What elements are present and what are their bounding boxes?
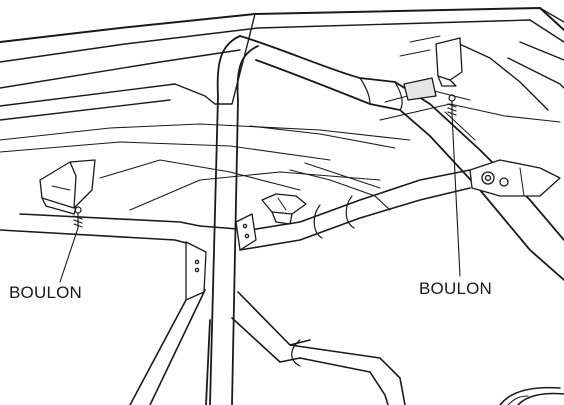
bolt-right-icon [447,94,461,277]
left-mount-bracket [39,159,96,215]
lower-tubes [129,289,564,405]
roof-underside [0,89,561,211]
center-clip [261,193,307,225]
bolt-left-icon [59,206,83,283]
right-mount-bracket [399,35,463,101]
right-panel-speaker [469,159,561,197]
pillar-bracket-left [185,241,207,301]
front-pillar [205,35,259,405]
bolt-label-right: BOULON [419,279,492,298]
pillar-bracket-right [235,213,257,251]
roof-panel [0,7,564,121]
upper-diagonal-tube [239,35,564,281]
crossbar [0,169,471,251]
bolt-label-left: BOULON [9,283,82,302]
